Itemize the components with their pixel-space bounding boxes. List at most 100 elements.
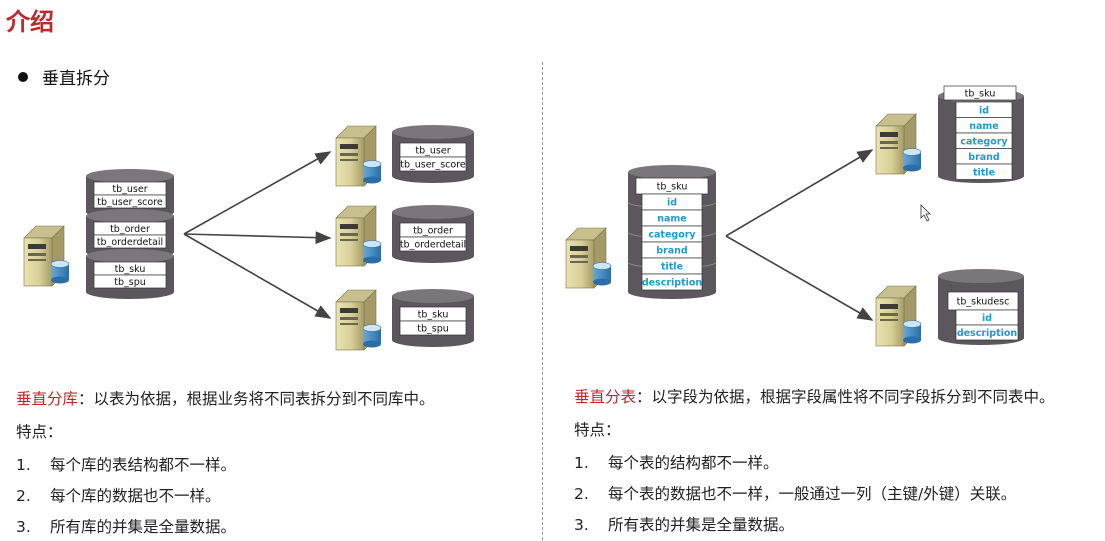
svg-text:id: id: [667, 198, 677, 209]
arrow-to-db-user: [183, 151, 332, 235]
field-id: id: [955, 101, 1013, 118]
vertical-db-split-diagram: tb_usertb_user_scoretb_ordertb_orderdeta…: [86, 125, 474, 347]
right-feature-3-num: 3.: [574, 516, 589, 534]
svg-text:tb_sku: tb_sku: [115, 264, 146, 275]
right-feature-1-num: 1.: [574, 454, 589, 472]
table-header-tb_sku: tb_sku: [635, 177, 709, 195]
database-icon: [362, 240, 382, 264]
server-source-right: [565, 227, 612, 289]
field-brand: brand: [641, 241, 703, 259]
server-source-left: [23, 225, 70, 287]
right-feature-2-text: 每个表的数据也不一样，一般通过一列（主键/外键）关联。: [608, 485, 1017, 503]
table-tb_order: tb_order: [93, 221, 167, 236]
section-bullet: 垂直拆分: [18, 64, 110, 89]
field-brand: brand: [955, 148, 1013, 165]
table-tb_spu: tb_spu: [399, 320, 467, 336]
svg-text:tb_sku: tb_sku: [418, 310, 449, 321]
left-feature-2: 2. 每个库的数据也不一样。: [16, 487, 221, 505]
svg-text:brand: brand: [968, 152, 999, 163]
left-description-text: ：以表为依据，根据业务将不同表拆分到不同库中。: [78, 390, 435, 408]
table-tb_user: tb_user: [399, 142, 467, 158]
svg-text:tb_user_score: tb_user_score: [97, 197, 163, 208]
arrow-to-table-skudesc: [725, 235, 874, 321]
right-description-text: ：以字段为依据，根据字段属性将不同字段拆分到不同表中。: [636, 388, 1055, 406]
table-header-tb_sku: tb_sku: [943, 85, 1017, 101]
svg-text:tb_user: tb_user: [415, 146, 450, 157]
left-heading: 垂直分库: [16, 390, 79, 408]
svg-text:title: title: [661, 262, 683, 273]
table-tb_sku: tb_sku: [93, 261, 167, 276]
right-features-label: 特点：: [574, 421, 621, 439]
svg-text:tb_sku: tb_sku: [657, 182, 688, 193]
arrow-to-db-order: [183, 231, 332, 245]
svg-text:title: title: [973, 167, 995, 178]
table-tb_spu: tb_spu: [93, 274, 167, 289]
svg-text:tb_skudesc: tb_skudesc: [957, 297, 1010, 308]
table-tb_user: tb_user: [93, 181, 167, 196]
table-tb_orderdetail: tb_orderdetail: [93, 234, 167, 249]
server-group: [23, 113, 922, 351]
left-feature-2-num: 2.: [16, 487, 31, 505]
svg-text:tb_sku: tb_sku: [965, 89, 996, 100]
svg-text:tb_spu: tb_spu: [114, 277, 146, 288]
svg-text:tb_order: tb_order: [110, 224, 150, 235]
arrow-group: [183, 149, 874, 321]
database-icon: [902, 148, 922, 172]
table-tb_order: tb_order: [399, 222, 467, 238]
svg-text:name: name: [657, 214, 687, 225]
vertical-table-split-diagram: tb_skuidnamecategorybrandtitledescriptio…: [627, 85, 1024, 345]
bullet-dot: [18, 72, 28, 82]
svg-text:tb_order: tb_order: [413, 226, 453, 237]
svg-text:tb_orderdetail: tb_orderdetail: [400, 240, 466, 251]
server-target-2: [335, 205, 382, 267]
left-feature-1-num: 1.: [16, 456, 31, 474]
left-feature-1-text: 每个库的表结构都不一样。: [50, 456, 237, 474]
right-description: 垂直分表：以字段为依据，根据字段属性将不同字段拆分到不同表中。: [574, 388, 1055, 406]
left-feature-3: 3.所有库的并集是全量数据。: [16, 519, 236, 536]
database-icon: [592, 262, 612, 286]
left-description: 垂直分库：以表为依据，根据业务将不同表拆分到不同库中。: [16, 390, 435, 408]
svg-text:category: category: [960, 136, 1008, 147]
arrow-to-table-sku: [725, 149, 874, 237]
left-feature-2-text: 每个库的数据也不一样。: [50, 487, 221, 505]
field-description: description: [641, 273, 702, 291]
svg-text:tb_orderdetail: tb_orderdetail: [97, 237, 163, 248]
right-feature-1: 1. 每个表的结构都不一样。: [574, 454, 779, 472]
svg-text:category: category: [648, 230, 696, 241]
field-id: id: [955, 309, 1019, 326]
server-target-1: [335, 125, 382, 187]
right-feature-2: 2.每个表的数据也不一样，一般通过一列（主键/外键）关联。: [574, 485, 1017, 503]
mouse-cursor-icon: [920, 204, 931, 222]
right-feature-3: 3. 所有表的并集是全量数据。: [574, 516, 795, 534]
svg-text:description: description: [957, 328, 1018, 339]
server-target-3: [335, 289, 382, 351]
svg-text:tb_spu: tb_spu: [417, 324, 449, 335]
field-category: category: [955, 132, 1013, 149]
field-title: title: [641, 257, 703, 275]
section-divider: [542, 62, 543, 540]
target-db-2: tb_order tb_orderdetail: [392, 205, 474, 263]
table-tb_sku: tb_sku: [399, 306, 467, 322]
field-category: category: [641, 225, 703, 243]
right-feature-1-text: 每个表的结构都不一样。: [608, 454, 779, 472]
field-id: id: [641, 193, 703, 211]
field-title: title: [955, 163, 1013, 180]
database-icon: [50, 260, 70, 284]
table-tb_user_score: tb_user_score: [93, 194, 167, 209]
svg-text:brand: brand: [656, 246, 687, 257]
right-feature-3-text: 所有表的并集是全量数据。: [608, 516, 795, 534]
svg-text:id: id: [979, 105, 989, 116]
field-name: name: [955, 117, 1013, 134]
table-tb_orderdetail: tb_orderdetail: [399, 236, 467, 252]
right-heading: 垂直分表: [574, 388, 637, 406]
target-db-3: tb_sku tb_spu: [392, 289, 474, 347]
table-tb_user_score: tb_user_score: [399, 156, 467, 172]
bullet-label: 垂直拆分: [42, 69, 110, 89]
server-target-table-2: [875, 285, 922, 347]
database-icon: [902, 320, 922, 344]
arrow-to-db-sku: [183, 233, 332, 319]
